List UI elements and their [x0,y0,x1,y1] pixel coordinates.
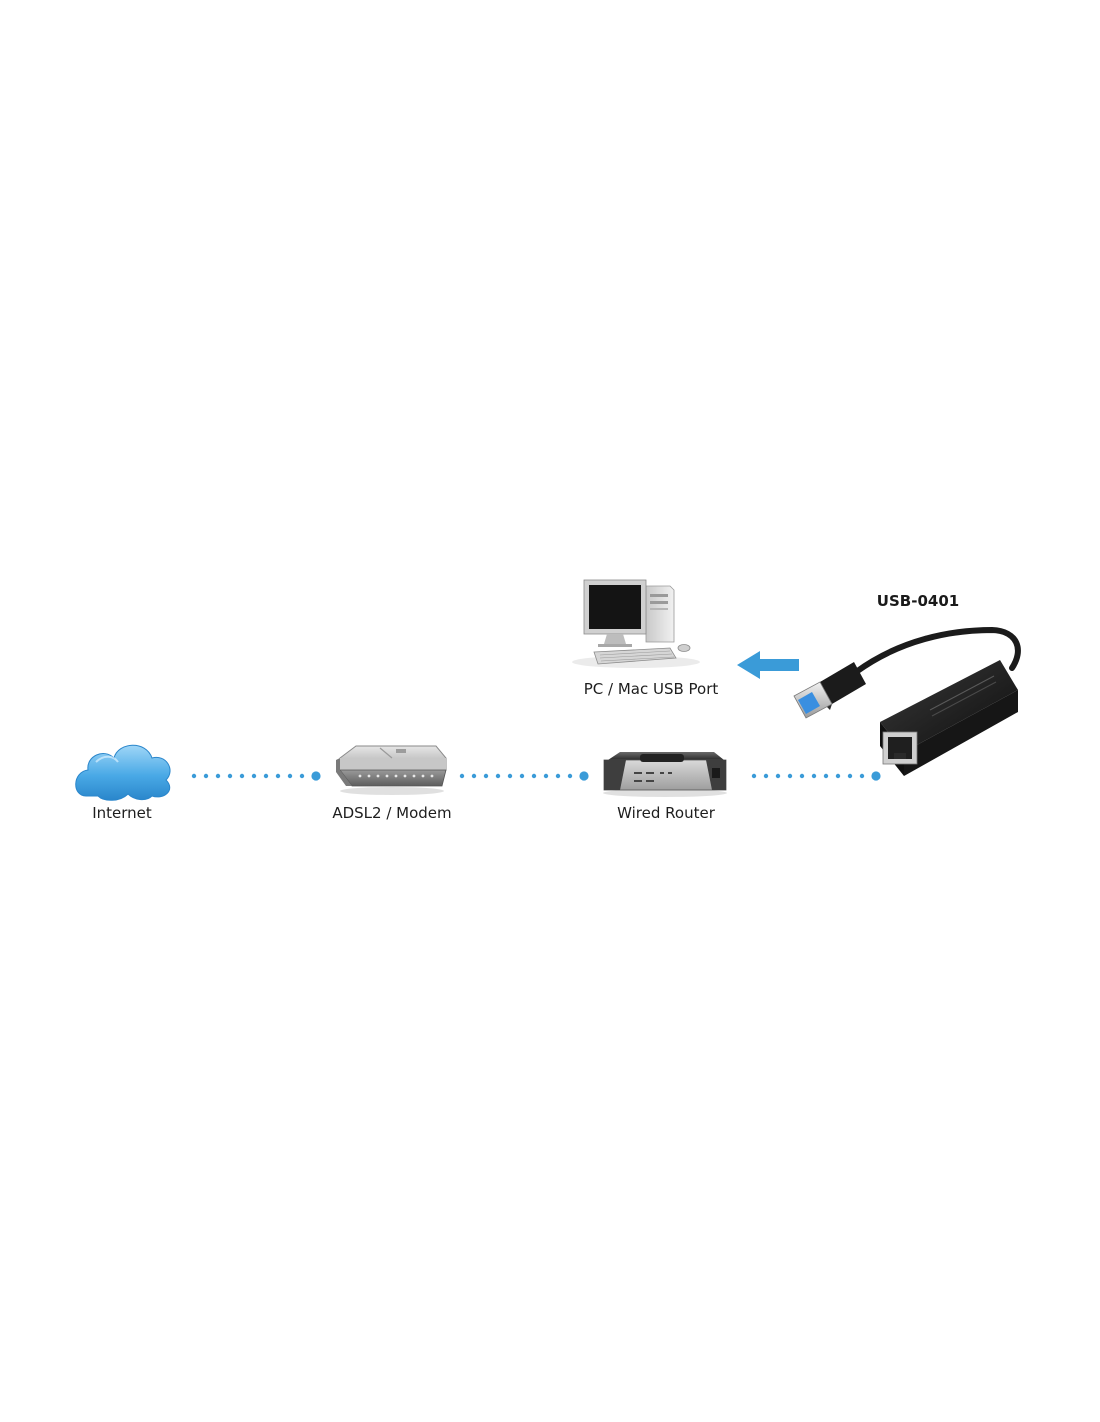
pc-label: PC / Mac USB Port [583,680,719,698]
usb-ethernet-adapter-icon [793,626,1021,776]
arrow-to-pc-icon [737,651,799,679]
desktop-computer-icon [572,579,700,668]
modem-icon [336,745,447,795]
product-title: USB-0401 [876,592,960,610]
cloud-icon [75,744,171,801]
modem-label: ADSL2 / Modem [332,804,452,822]
internet-label: Internet [92,804,152,822]
connection-router-adapter [751,771,881,781]
router-label: Wired Router [617,804,715,822]
connection-internet-modem [191,771,321,781]
router-icon [603,752,727,797]
connection-modem-router [459,771,589,781]
